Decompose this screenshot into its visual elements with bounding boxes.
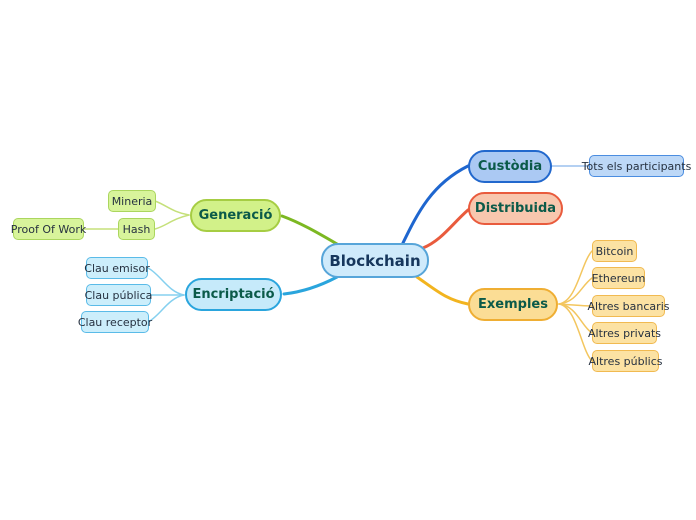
node-mineria[interactable]: Mineria [108, 190, 156, 212]
connector-altres-publics [558, 303, 593, 362]
node-distribuida[interactable]: Distribuida [468, 192, 563, 225]
node-hash[interactable]: Hash [118, 218, 155, 240]
node-bitcoin[interactable]: Bitcoin [592, 240, 637, 262]
node-blockchain[interactable]: Blockchain [321, 243, 429, 278]
node-tots-els-participants[interactable]: Tots els participants [582, 155, 691, 177]
connector-clau-emisor [147, 267, 185, 296]
connector-mineria [154, 200, 190, 216]
node-altres-privats[interactable]: Altres privats [588, 322, 661, 344]
node-ethereum[interactable]: Ethereum [592, 267, 645, 289]
node-clau-publica[interactable]: Clau pública [85, 284, 152, 306]
node-altres-bancaris[interactable]: Altres bancaris [588, 295, 669, 317]
node-altres-publics[interactable]: Altres públics [589, 350, 663, 372]
node-custodia[interactable]: Custòdia [468, 150, 552, 183]
connector-distribuida [421, 208, 470, 250]
connector-encriptacio [282, 275, 339, 296]
node-proof-of-work[interactable]: Proof Of Work [11, 218, 86, 240]
node-clau-receptor[interactable]: Clau receptor [78, 311, 152, 333]
connector-ethereum [558, 277, 593, 305]
connector-custodia [400, 164, 470, 247]
connector-bitcoin [558, 250, 593, 305]
connector-hash [154, 214, 190, 230]
node-generacio[interactable]: Generació [190, 199, 281, 232]
node-encriptacio[interactable]: Encriptació [185, 278, 282, 311]
connector-generacio [280, 214, 339, 246]
node-clau-emisor[interactable]: Clau emisor [84, 257, 150, 279]
node-exemples[interactable]: Exemples [468, 288, 558, 321]
connector-clau-receptor [147, 294, 185, 323]
connector-exemples [415, 275, 470, 306]
